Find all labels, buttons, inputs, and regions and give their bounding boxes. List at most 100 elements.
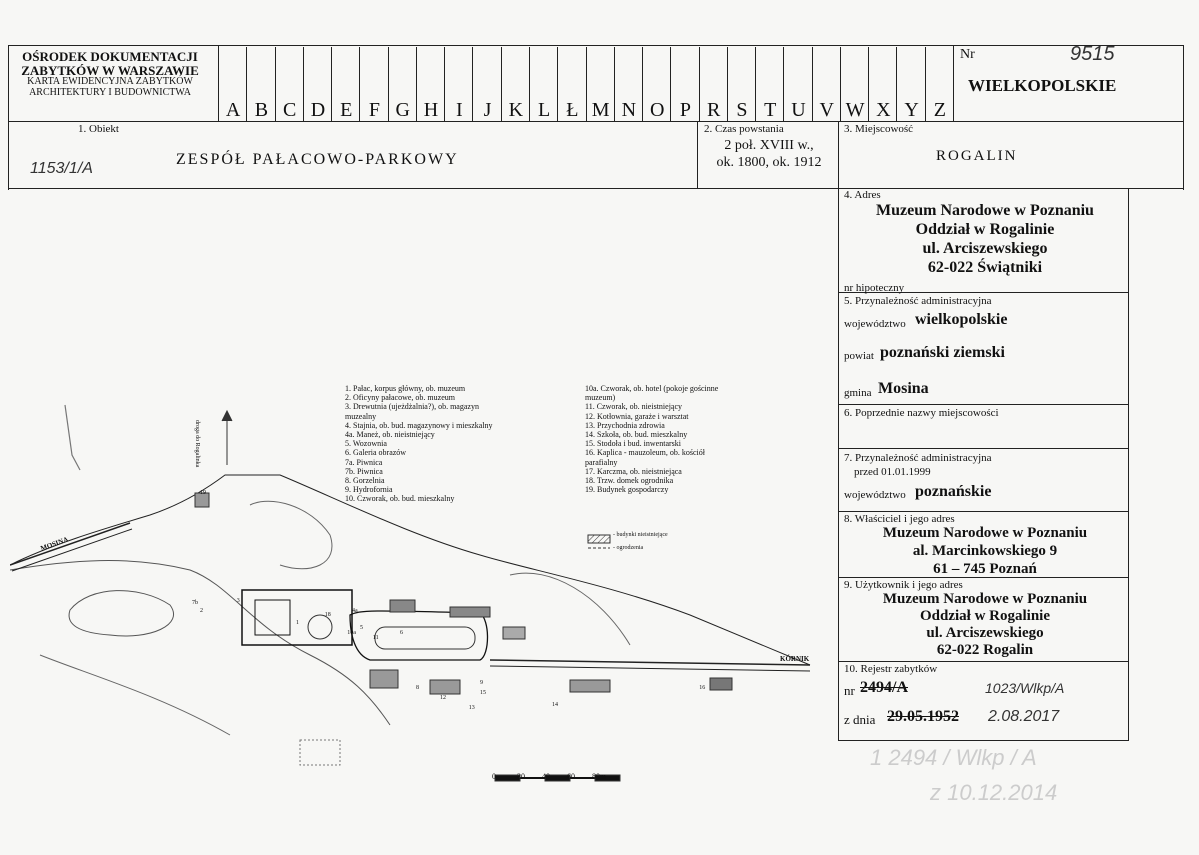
scale-label: 0 bbox=[492, 772, 496, 781]
uzyt-line: ul. Arciszewskiego bbox=[926, 625, 1044, 641]
legend-item: 4a. Maneż, ob. nieistniejący bbox=[345, 429, 435, 439]
obiekt-label: 1. Obiekt bbox=[78, 123, 119, 135]
letter-cell: P bbox=[670, 47, 699, 121]
line-hipo bbox=[839, 292, 1129, 293]
map-number: 5 bbox=[360, 625, 363, 631]
legend-item: 9. Hydrofornia bbox=[345, 485, 393, 495]
letter-cell: U bbox=[783, 47, 812, 121]
map-number: 16 bbox=[699, 685, 706, 691]
przyn-label: 5. Przynależność administracyjna bbox=[844, 295, 992, 307]
woj-value: wielkopolskie bbox=[915, 311, 1008, 328]
letter-text: W bbox=[845, 99, 865, 121]
scale-label: 80m bbox=[592, 772, 607, 781]
letter-text: J bbox=[483, 99, 492, 121]
letter-cell: S bbox=[726, 47, 756, 121]
letter-text: H bbox=[423, 99, 439, 121]
hipo-label: nr hipoteczny bbox=[844, 282, 905, 294]
map-number: 7b bbox=[192, 600, 198, 606]
north-arrow-icon bbox=[64, 404, 81, 471]
letter-text: G bbox=[395, 99, 410, 121]
legend-item: 7a. Piwnica bbox=[345, 457, 383, 467]
map-number: 6 bbox=[400, 630, 403, 636]
map-number: 11 bbox=[372, 635, 379, 641]
rej-date-handwritten: 2.08.2017 bbox=[988, 708, 1060, 725]
map-number: 8 bbox=[416, 685, 419, 691]
letter-cell: O bbox=[642, 47, 671, 121]
legend-item: 1. Pałac, korpus główny, ob. muzeum bbox=[345, 384, 466, 393]
map-number: 13 bbox=[468, 705, 475, 711]
letter-cell: V bbox=[811, 47, 841, 121]
rej-nr-value: 2494/A bbox=[860, 679, 908, 696]
letter-cell: C bbox=[274, 47, 304, 121]
legend-item: 8. Gorzelnia bbox=[345, 475, 385, 485]
letter-cell: B bbox=[246, 47, 275, 121]
rej-label: 10. Rejestr zabytków bbox=[844, 663, 938, 675]
obiekt-handwritten: 1153/1/A bbox=[30, 160, 93, 177]
letter-text: A bbox=[225, 99, 241, 121]
letter-cell: K bbox=[500, 47, 530, 121]
letter-text: N bbox=[621, 99, 637, 121]
map-number: 12 bbox=[440, 695, 446, 701]
line-rej-bottom bbox=[839, 740, 1129, 741]
map-number: 2 bbox=[200, 608, 203, 614]
nr-box-divider bbox=[953, 45, 954, 122]
frame-right bbox=[1183, 45, 1184, 190]
adres-line: ul. Arciszewskiego bbox=[922, 240, 1048, 257]
letter-text: C bbox=[282, 99, 297, 121]
letter-text: I bbox=[455, 99, 463, 121]
org-line-3: KARTA EWIDENCYJNA ZABYTKÓW bbox=[27, 76, 193, 88]
bottom-hand-1: 1 2494 / Wlkp / A bbox=[870, 745, 1037, 770]
scale-label: 20 bbox=[517, 772, 525, 781]
rej-nr-handwritten: 1023/Wlkp/A bbox=[985, 680, 1065, 696]
line-wlasc bbox=[839, 577, 1129, 578]
legend-item: muzeum) bbox=[585, 393, 616, 403]
czas-line-2: ok. 1800, ok. 1912 bbox=[716, 155, 822, 170]
letter-text: M bbox=[591, 99, 610, 121]
org-line-2: ZABYTKÓW W WARSZAWIE bbox=[21, 62, 199, 78]
uzyt-line: 62-022 Rogalin bbox=[936, 642, 1034, 658]
map-key-buildings: - budynki nieistniejące bbox=[613, 532, 668, 538]
letter-text: P bbox=[679, 99, 691, 121]
region-name: WIELKOPOLSKIE bbox=[968, 76, 1117, 95]
letter-cell: L bbox=[528, 47, 558, 121]
letter-cell: D bbox=[302, 47, 332, 121]
letter-cell: Ł bbox=[557, 47, 586, 121]
legend-item: 6. Galeria obrazów bbox=[345, 448, 407, 458]
frame-top bbox=[8, 45, 1184, 46]
letter-text: B bbox=[254, 99, 269, 121]
legend-item: 10a. Czworak, ob. hotel (pokoje gościnne bbox=[585, 384, 719, 393]
map-number: 18 bbox=[324, 612, 331, 618]
letter-cell: N bbox=[613, 47, 643, 121]
letter-text: D bbox=[310, 99, 326, 121]
legend-right: 10a. Czworak, ob. hotel (pokoje gościnne… bbox=[585, 384, 785, 494]
legend-item: 4. Stajnia, ob. bud. magazynowy i mieszk… bbox=[345, 420, 493, 430]
letter-text: O bbox=[649, 99, 665, 121]
legend-item: 10. Czworak, ob. bud. mieszkalny bbox=[345, 494, 455, 504]
letter-text: U bbox=[791, 99, 806, 121]
nr-label: Nr bbox=[960, 47, 975, 62]
woj2-value: poznańskie bbox=[915, 483, 992, 500]
side-right-rule bbox=[1128, 189, 1129, 741]
letter-text: X bbox=[876, 99, 891, 121]
header-bottom-line bbox=[8, 121, 1184, 122]
legend-item: parafialny bbox=[585, 457, 618, 467]
map-number: 4a bbox=[352, 608, 358, 614]
map-road-label: droga do Rogalinka bbox=[194, 420, 200, 468]
adres-line: Muzeum Narodowe w Poznaniu bbox=[876, 202, 1094, 219]
line-poprz bbox=[839, 448, 1129, 449]
letter-cell: J bbox=[472, 47, 501, 121]
line-przyn bbox=[839, 404, 1129, 405]
letter-cell: A bbox=[218, 47, 247, 121]
letter-text: R bbox=[707, 99, 721, 121]
poprz-label: 6. Poprzednie nazwy miejscowości bbox=[844, 407, 999, 419]
powiat-value: poznański ziemski bbox=[880, 344, 1005, 361]
letter-text: Y bbox=[904, 99, 919, 121]
legend-item: 11. Czworak, ob. nieistniejący bbox=[585, 402, 683, 412]
legend-item: muzealny bbox=[345, 411, 377, 421]
legend-item: 3. Drewutnia (ujeżdżalnia?), ob. magazyn bbox=[345, 402, 479, 412]
przyn2-sub: przed 01.01.1999 bbox=[854, 466, 931, 478]
